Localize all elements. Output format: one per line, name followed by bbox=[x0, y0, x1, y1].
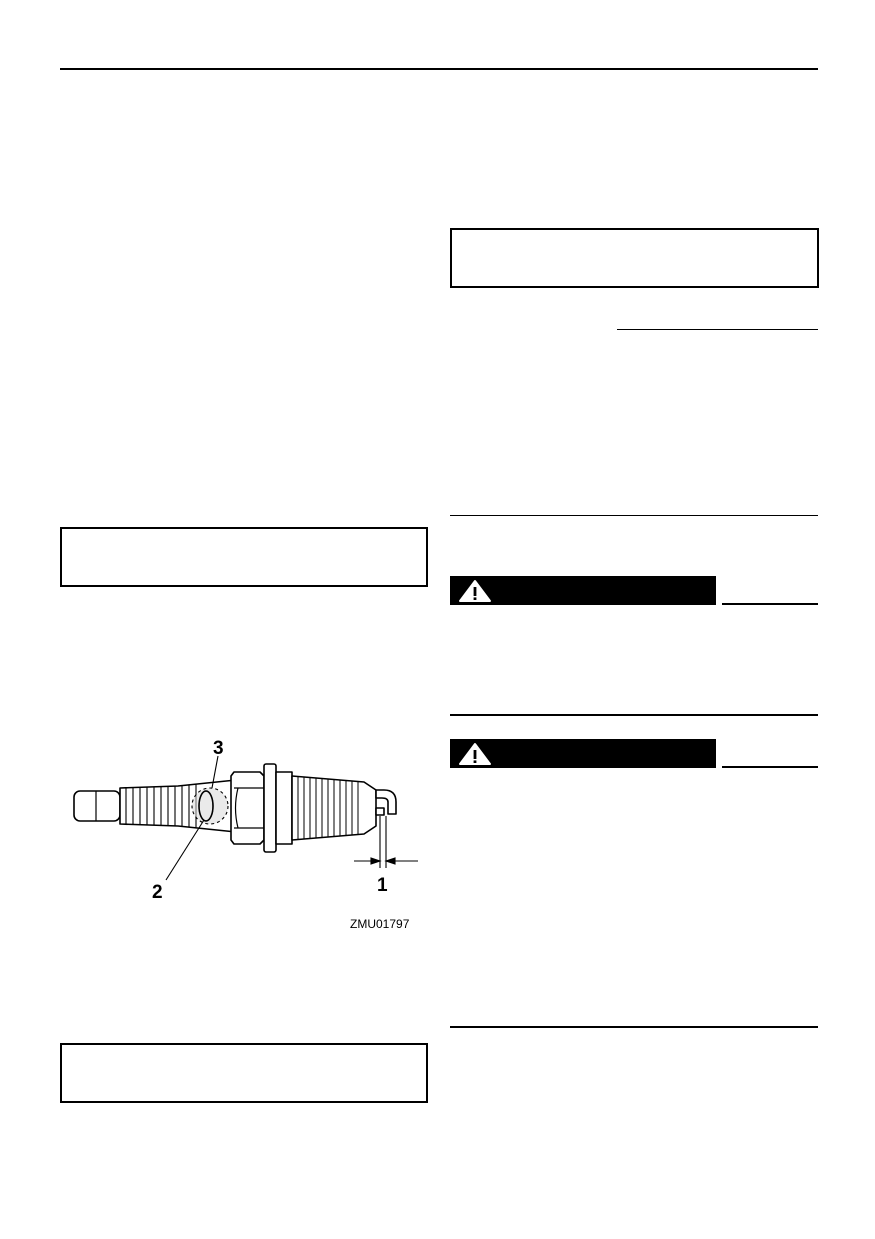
warning-triangle-icon bbox=[459, 579, 491, 602]
section-rule bbox=[450, 515, 818, 516]
spec-box-left-top bbox=[60, 527, 428, 587]
spec-box-right-top bbox=[450, 228, 819, 288]
callout-1: 1 bbox=[377, 875, 388, 896]
spark-plug-illustration bbox=[73, 755, 418, 881]
callout-2: 2 bbox=[152, 882, 163, 903]
warning-bar-rule bbox=[722, 603, 818, 605]
figure-code: ZMU01797 bbox=[350, 917, 410, 931]
spec-box-left-bottom bbox=[60, 1043, 428, 1103]
warning-bar bbox=[450, 576, 716, 605]
warning-end-rule bbox=[450, 714, 818, 716]
warning-bar bbox=[450, 739, 716, 768]
warning-triangle-icon bbox=[459, 742, 491, 765]
callout-3: 3 bbox=[213, 738, 224, 759]
warning-end-rule bbox=[450, 1026, 818, 1028]
spark-plug-figure: 3 2 1 ZMU01797 bbox=[66, 736, 426, 936]
short-rule bbox=[617, 329, 818, 330]
warning-bar-rule bbox=[722, 766, 818, 768]
header-rule bbox=[60, 68, 818, 70]
